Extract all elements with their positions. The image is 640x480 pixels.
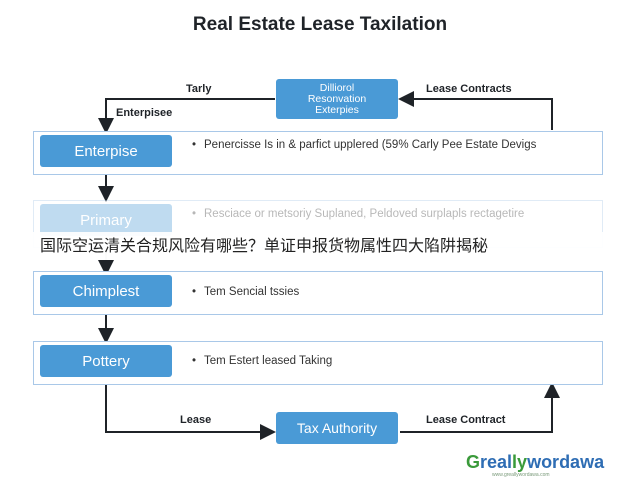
row-box-primary: Primary: [40, 204, 172, 236]
row-box-enterpise: Enterpise: [40, 135, 172, 167]
row-box-chimplest: Chimplest: [40, 275, 172, 307]
top-center-box: Dilliorol Resonvation Exterpies: [276, 79, 398, 119]
bottom-right-label: Lease Contract: [426, 414, 506, 426]
brand-url: www.greallywordawa.com: [492, 472, 550, 478]
row-text-chimplest: •Tem Sencial tssies: [192, 286, 300, 298]
top-right-connector: [398, 91, 553, 130]
row-text-pottery: •Tem Estert leased Taking: [192, 355, 333, 367]
top-left-label: Tarly: [186, 83, 212, 95]
row-enterpise: [33, 131, 603, 175]
diagram-title: Real Estate Lease Taxilation: [192, 14, 448, 35]
bottom-left-connector: [105, 383, 276, 440]
top-right-label: Lease Contracts: [426, 83, 512, 95]
top-left-connector: [98, 98, 275, 134]
tax-authority-box: Tax Authority: [276, 412, 398, 444]
brand-logo: Greallywordawa: [466, 452, 605, 472]
row-text-enterpise: •Penercisse Is in & parfict upplered (59…: [192, 139, 537, 151]
bottom-right-connector: [400, 382, 560, 433]
row-box-pottery: Pottery: [40, 345, 172, 377]
bottom-left-label: Lease: [180, 414, 212, 426]
overlay-caption: 国际空运清关合规风险有哪些？单证申报货物属性四大陷阱揭秘: [0, 232, 640, 260]
top-left-sub-label: Enterpisee: [116, 107, 173, 119]
row-text-primary: •Resciace or metsoriy Suplaned, Peldoved…: [192, 208, 525, 220]
